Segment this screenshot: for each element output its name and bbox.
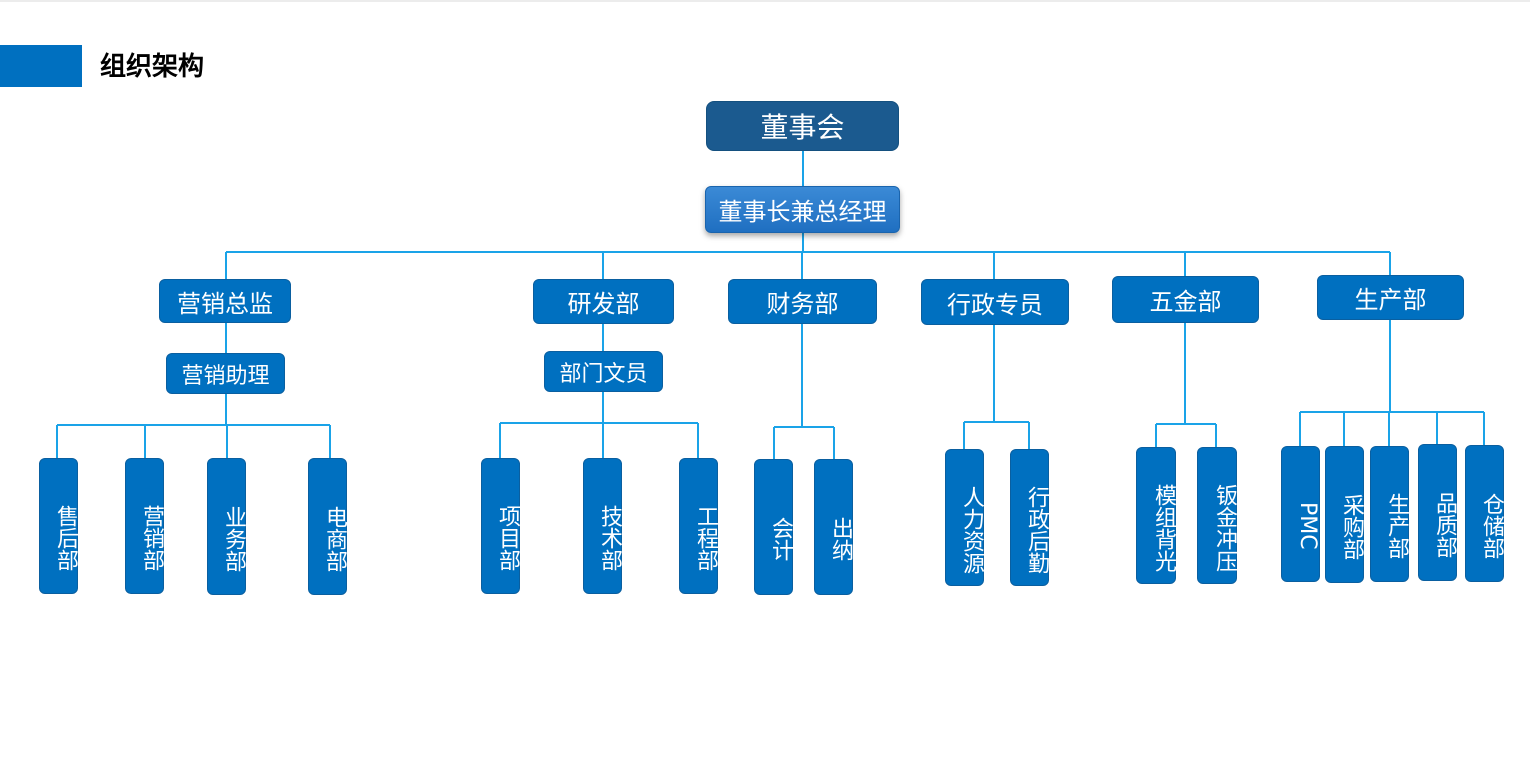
org-node-board[interactable]: 董事会: [706, 101, 899, 151]
org-node-finance[interactable]: 财务部: [728, 279, 877, 324]
org-node-backlight-module[interactable]: 模组背光: [1136, 447, 1176, 584]
org-node-logistics[interactable]: 行政后勤: [1010, 449, 1049, 586]
org-node-rd[interactable]: 研发部: [533, 279, 674, 324]
org-node-sheet-metal[interactable]: 钣金冲压: [1197, 447, 1237, 584]
org-node-purchasing[interactable]: 采购部: [1325, 446, 1364, 583]
org-node-cashier[interactable]: 出纳: [814, 459, 853, 595]
org-node-accounting[interactable]: 会计: [754, 459, 793, 595]
org-node-manufacturing[interactable]: 生产部: [1370, 446, 1409, 582]
org-node-production[interactable]: 生产部: [1317, 275, 1464, 320]
org-node-marketing[interactable]: 营销部: [125, 458, 164, 594]
org-node-business[interactable]: 业务部: [207, 458, 246, 595]
org-node-pmc[interactable]: PMC: [1281, 446, 1320, 582]
org-node-ecommerce[interactable]: 电商部: [308, 458, 347, 595]
org-node-engineering[interactable]: 工程部: [679, 458, 718, 594]
title-accent-bar: [0, 45, 82, 87]
org-node-chairman[interactable]: 董事长兼总经理: [705, 186, 900, 233]
org-node-after-sales[interactable]: 售后部: [39, 458, 78, 594]
page-title: 组织架构: [100, 52, 205, 82]
org-node-project[interactable]: 项目部: [481, 458, 520, 594]
org-node-admin[interactable]: 行政专员: [921, 279, 1069, 325]
org-node-quality[interactable]: 品质部: [1418, 444, 1457, 581]
org-node-technology[interactable]: 技术部: [583, 458, 622, 594]
org-node-marketing-assistant[interactable]: 营销助理: [166, 353, 285, 394]
org-node-hardware[interactable]: 五金部: [1112, 276, 1259, 323]
org-node-marketing-director[interactable]: 营销总监: [159, 279, 291, 323]
org-node-warehouse[interactable]: 仓储部: [1465, 445, 1504, 582]
top-divider: [0, 0, 1530, 2]
org-node-hr[interactable]: 人力资源: [945, 449, 984, 586]
org-node-rd-clerk[interactable]: 部门文员: [544, 351, 663, 392]
